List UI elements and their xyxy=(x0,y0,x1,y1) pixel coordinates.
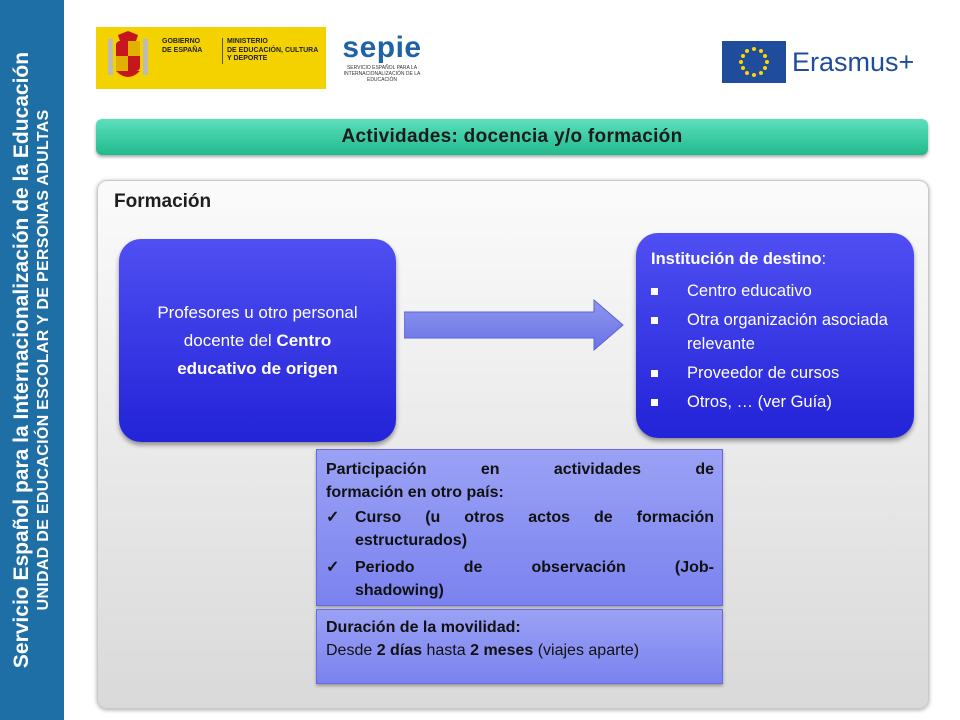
activities-box: Participación en actividades de formació… xyxy=(316,449,723,606)
sidebar-band xyxy=(0,0,64,720)
list-item: Otros, … (ver Guía) xyxy=(651,390,911,414)
origin-line3: educativo de origen xyxy=(177,358,338,378)
sepie-subtitle: SERVICIO ESPAÑOL PARA LA INTERNACIONALIZ… xyxy=(343,65,421,83)
sidebar-subtitle: UNIDAD DE EDUCACIÓN ESCOLAR Y DE PERSONA… xyxy=(35,109,52,611)
square-bullet-icon xyxy=(651,399,658,406)
slide-title: Actividades: docencia y/o formación xyxy=(341,126,683,147)
checkmark-icon: ✓ xyxy=(326,509,340,526)
origin-line1: Profesores u otro personal xyxy=(157,302,358,322)
government-logo: GOBIERNO DE ESPAÑA MINISTERIO DE EDUCACI… xyxy=(96,27,326,89)
duration-text: Desde 2 días hasta 2 meses (viajes apart… xyxy=(326,642,640,659)
sepie-logo: sepie SERVICIO ESPAÑOL PARA LA INTERNACI… xyxy=(330,27,434,89)
square-bullet-icon xyxy=(651,370,658,377)
activities-intro-line2: formación en otro país: xyxy=(326,484,504,501)
section-heading: Formación xyxy=(114,191,212,212)
list-item: Proveedor de cursos xyxy=(651,361,911,385)
sidebar-title: Servicio Español para la Internacionaliz… xyxy=(10,51,33,669)
origin-line2: docente del Centro xyxy=(183,330,332,350)
sepie-wordmark: sepie xyxy=(342,31,422,64)
activities-intro-line1: Participación en actividades de xyxy=(326,461,714,478)
origin-box: Profesores u otro personal docente del C… xyxy=(119,239,396,442)
checkmark-icon: ✓ xyxy=(326,559,340,576)
duration-box: Duración de la movilidad: Desde 2 días h… xyxy=(316,609,723,684)
list-item: Centro educativo xyxy=(651,279,911,303)
gov-name: GOBIERNO DE ESPAÑA xyxy=(162,38,203,54)
slide-title-bar: Actividades: docencia y/o formación xyxy=(96,119,928,155)
square-bullet-icon xyxy=(651,317,658,324)
eu-flag-icon xyxy=(722,41,786,83)
sidebar-text: Servicio Español para la Internacionaliz… xyxy=(0,0,64,720)
destination-list: Centro educativo Otra organización asoci… xyxy=(651,279,911,419)
coat-of-arms-icon xyxy=(100,30,156,86)
arrow-right-icon xyxy=(404,299,624,351)
duration-title: Duración de la movilidad: xyxy=(326,619,521,636)
ministry-name: MINISTERIO DE EDUCACIÓN, CULTURA Y DEPOR… xyxy=(222,38,323,64)
erasmus-wordmark: Erasmus+ xyxy=(792,46,915,77)
square-bullet-icon xyxy=(651,288,658,295)
destination-title: Institución de destino: xyxy=(651,250,827,268)
erasmus-logo: Erasmus+ xyxy=(722,41,922,83)
destination-box: Institución de destino: Centro educativo… xyxy=(636,233,914,438)
list-item: Otra organización asociada relevante xyxy=(651,308,911,356)
